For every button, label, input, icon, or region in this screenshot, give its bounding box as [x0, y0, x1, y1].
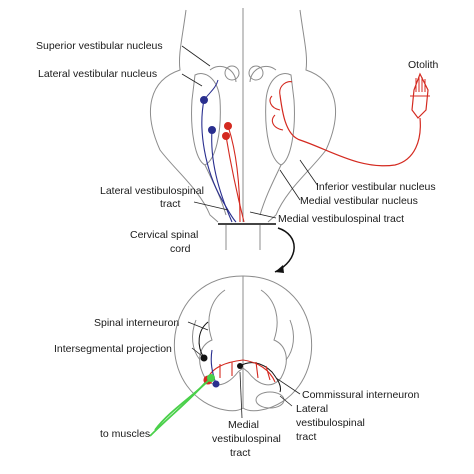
- right-upper-fold: [249, 66, 277, 83]
- section-arrow: [274, 227, 295, 273]
- leader-intersegmental: [191, 347, 203, 357]
- motor-neuron: [149, 374, 215, 437]
- label-bottom-medial-2: vestibulospinal: [212, 433, 281, 445]
- leader-bottom-lateral: [279, 395, 293, 407]
- right-midline-circle: [248, 65, 264, 81]
- leader-spinal-interneuron: [187, 321, 209, 331]
- motor-axon-2: [149, 382, 206, 437]
- leader-bottom-medial: [239, 371, 243, 419]
- label-commissural-interneuron: Commissural interneuron: [302, 389, 419, 401]
- interneurons: [198, 321, 281, 393]
- leader-lateral-tract: [193, 201, 229, 211]
- cervical-cord-stump: [225, 225, 261, 250]
- medial-collaterals: [219, 361, 271, 381]
- right-ventral-curve: [259, 164, 282, 216]
- left-lateral-horn: [192, 319, 201, 361]
- motor-axon: [154, 377, 212, 431]
- cord-gray-matter: [199, 289, 287, 386]
- lateral-target-motoneuron: [212, 380, 220, 388]
- label-to-muscles: to muscles: [100, 428, 150, 440]
- leader-lines: [181, 45, 319, 419]
- medial-terminal-right: [242, 359, 276, 383]
- label-intersegmental-projection: Intersegmental projection: [54, 343, 172, 355]
- right-ventral-funiculus: [255, 391, 285, 409]
- commissural-axon: [239, 362, 281, 393]
- label-inferior-vestibular-nucleus: Inferior vestibular nucleus: [316, 181, 436, 193]
- label-bottom-medial-1: Medial: [228, 419, 259, 431]
- spinal-cord-outline: [173, 275, 313, 412]
- lateral-axon-2: [211, 129, 233, 223]
- leader-commissural: [275, 377, 301, 395]
- leader-inferior: [299, 159, 319, 187]
- leader-medial-nucleus: [279, 169, 301, 201]
- label-cervical-spinal-cord-1: Cervical spinal: [130, 229, 198, 241]
- label-lateral-vestibular-nucleus: Lateral vestibular nucleus: [38, 68, 157, 80]
- leader-lateral-nucleus: [181, 73, 203, 87]
- lateral-axon-1: [201, 99, 237, 223]
- medial-axon-2: [225, 135, 245, 223]
- label-lateral-vestibulospinal-tract-2: tract: [160, 198, 181, 210]
- lateral-dendrite: [203, 79, 219, 101]
- medial-pathway-neurons: [222, 122, 245, 223]
- afferent-branches: [269, 81, 293, 131]
- label-bottom-medial-3: tract: [230, 447, 251, 459]
- right-vestibular-lobe: [265, 73, 295, 166]
- left-vestibular-lobe: [191, 73, 221, 166]
- otolith-afferent: [279, 94, 421, 167]
- intersegmental-projection-axon: [198, 321, 209, 359]
- label-medial-vestibulospinal-tract: Medial vestibulospinal tract: [278, 213, 404, 225]
- lateral-pathway-neurons: [200, 79, 237, 223]
- right-lateral-horn: [285, 319, 294, 361]
- label-bottom-lateral-1: Lateral: [296, 403, 328, 415]
- medial-axon-1: [227, 125, 241, 223]
- label-bottom-lateral-2: vestibulospinal: [296, 417, 365, 429]
- leader-superior: [181, 45, 211, 67]
- label-bottom-lateral-3: tract: [296, 431, 317, 443]
- label-lateral-vestibulospinal-tract-1: Lateral vestibulospinal: [100, 185, 204, 197]
- left-midline-circle: [224, 65, 240, 81]
- label-spinal-interneuron: Spinal interneuron: [94, 317, 179, 329]
- brainstem-silhouette: [149, 9, 337, 223]
- section-arrowhead: [275, 265, 284, 273]
- label-superior-vestibular-nucleus: Superior vestibular nucleus: [36, 40, 163, 52]
- label-cervical-spinal-cord-2: cord: [170, 243, 191, 255]
- label-medial-vestibular-nucleus: Medial vestibular nucleus: [300, 195, 418, 207]
- otolith-organ: [410, 72, 430, 119]
- label-otolith: Otolith: [408, 59, 439, 71]
- leader-medial-tract: [249, 211, 277, 219]
